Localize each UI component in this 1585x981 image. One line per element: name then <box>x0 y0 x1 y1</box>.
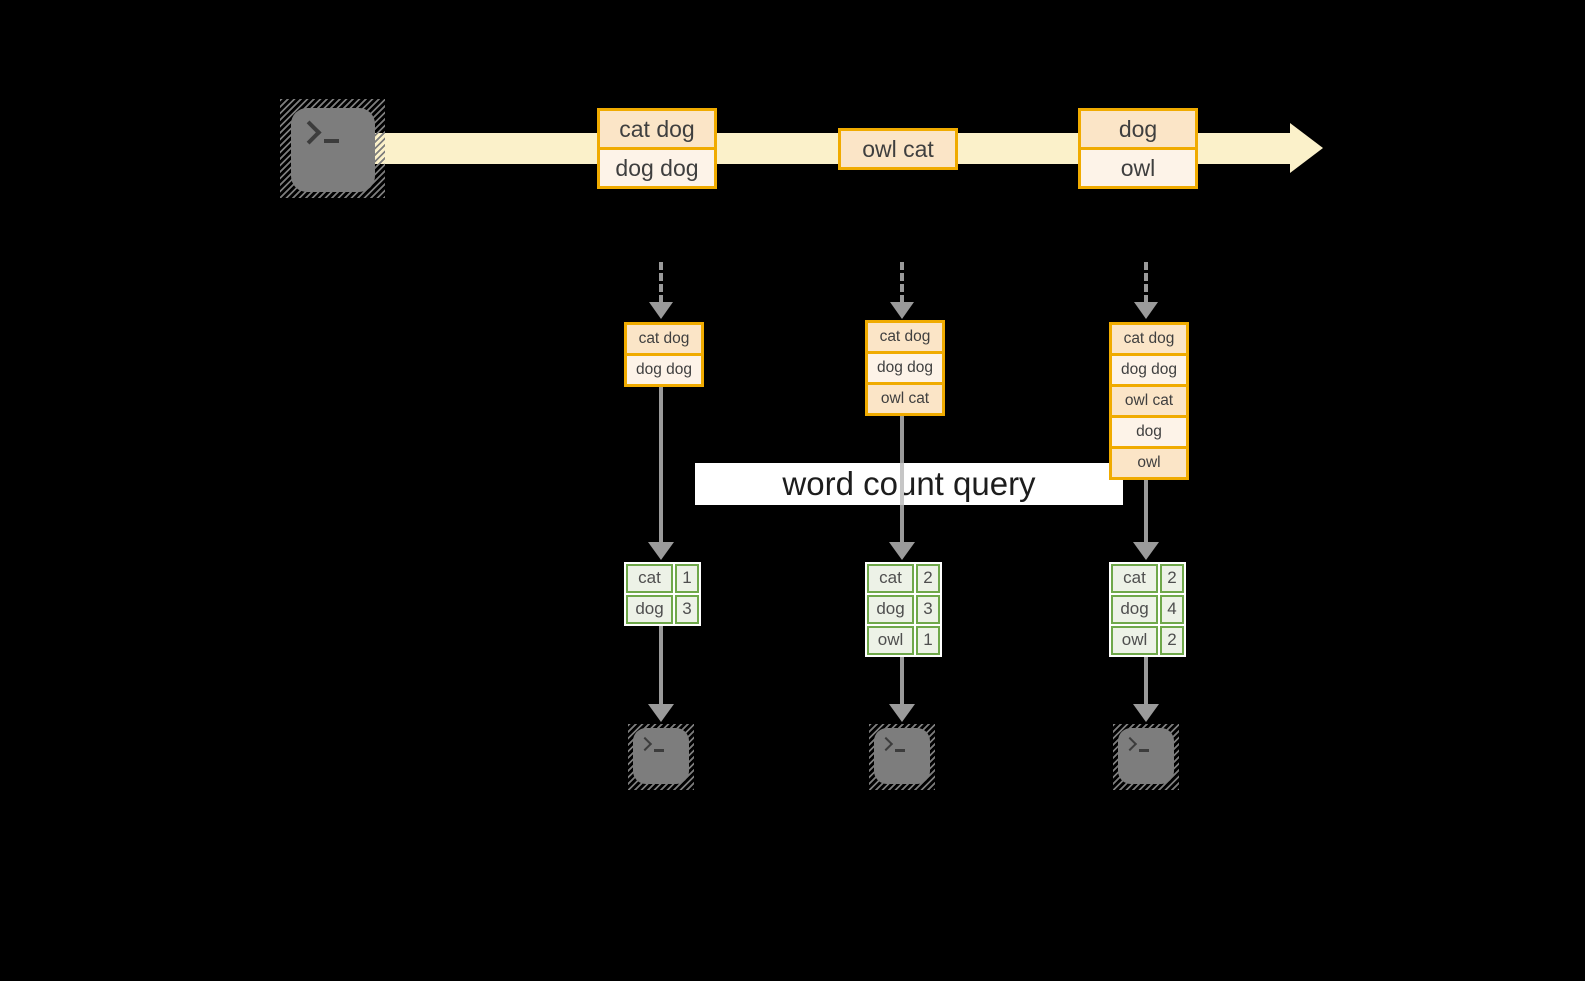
prompt-underscore-icon <box>1139 749 1149 752</box>
state-record: dog dog <box>1112 356 1186 384</box>
table-cell-count: 1 <box>916 626 940 655</box>
table-cell-count: 2 <box>916 564 940 593</box>
table-cell-word: owl <box>867 626 914 655</box>
state-record: cat dog <box>868 323 942 351</box>
connector-line-sink-2 <box>900 657 904 704</box>
arrowhead-table-3 <box>1133 542 1159 560</box>
table-cell-count: 1 <box>675 564 699 593</box>
terminal-screen <box>1118 728 1174 784</box>
arrowhead-sink-2 <box>889 704 915 722</box>
stream-batch-1: cat dog dog dog <box>597 108 717 189</box>
state-record: dog <box>1112 418 1186 446</box>
table-cell-word: cat <box>626 564 673 593</box>
table-cell-word: dog <box>1111 595 1158 624</box>
prompt-underscore-icon <box>895 749 905 752</box>
arrowhead-sink-1 <box>648 704 674 722</box>
connector-line-2-overlay <box>900 463 904 505</box>
dashed-arrowhead-1 <box>649 302 673 319</box>
prompt-chevron-icon <box>1122 736 1138 752</box>
prompt-chevron-icon <box>878 736 894 752</box>
state-box-1: cat dog dog dog <box>624 322 704 387</box>
table-cell-count: 3 <box>916 595 940 624</box>
stream-record: cat dog <box>600 111 714 147</box>
stream-batch-3: dog owl <box>1078 108 1198 189</box>
connector-line-sink-3 <box>1144 657 1148 704</box>
stream-arrowhead <box>1290 123 1323 173</box>
dashed-connector-2 <box>900 262 904 303</box>
dashed-connector-3 <box>1144 262 1148 303</box>
sink-terminal-icon-2 <box>869 724 935 790</box>
prompt-chevron-icon <box>297 120 322 145</box>
source-terminal-icon <box>280 99 385 198</box>
wordcount-table-1: cat 1 dog 3 <box>624 562 701 626</box>
query-banner: word count query <box>695 463 1123 505</box>
table-cell-word: dog <box>626 595 673 624</box>
connector-line-3 <box>1144 478 1148 543</box>
terminal-screen <box>291 108 375 192</box>
prompt-chevron-icon <box>637 736 653 752</box>
sink-terminal-icon-3 <box>1113 724 1179 790</box>
terminal-screen <box>633 728 689 784</box>
state-record: owl cat <box>1112 387 1186 415</box>
stream-batch-2: owl cat <box>838 128 958 170</box>
state-record: owl cat <box>868 385 942 413</box>
table-cell-count: 4 <box>1160 595 1184 624</box>
connector-line-sink-1 <box>659 626 663 704</box>
wordcount-table-2: cat 2 dog 3 owl 1 <box>865 562 942 657</box>
state-record: owl <box>1112 449 1186 477</box>
dashed-arrowhead-2 <box>890 302 914 319</box>
state-box-2: cat dog dog dog owl cat <box>865 320 945 416</box>
arrowhead-table-1 <box>648 542 674 560</box>
stream-record: dog <box>1081 111 1195 147</box>
table-cell-word: owl <box>1111 626 1158 655</box>
stream-record: owl <box>1081 150 1195 186</box>
connector-line-1 <box>659 387 663 543</box>
table-cell-word: cat <box>867 564 914 593</box>
dashed-connector-1 <box>659 262 663 303</box>
state-record: cat dog <box>1112 325 1186 353</box>
state-record: dog dog <box>627 356 701 384</box>
table-cell-word: dog <box>867 595 914 624</box>
arrowhead-table-2 <box>889 542 915 560</box>
state-box-3: cat dog dog dog owl cat dog owl <box>1109 322 1189 480</box>
prompt-underscore-icon <box>654 749 664 752</box>
dashed-arrowhead-3 <box>1134 302 1158 319</box>
wordcount-table-3: cat 2 dog 4 owl 2 <box>1109 562 1186 657</box>
table-cell-count: 2 <box>1160 626 1184 655</box>
prompt-underscore-icon <box>324 139 339 143</box>
state-record: cat dog <box>627 325 701 353</box>
terminal-screen <box>874 728 930 784</box>
table-cell-word: cat <box>1111 564 1158 593</box>
sink-terminal-icon-1 <box>628 724 694 790</box>
state-record: dog dog <box>868 354 942 382</box>
table-cell-count: 3 <box>675 595 699 624</box>
arrowhead-sink-3 <box>1133 704 1159 722</box>
stream-record: dog dog <box>600 150 714 186</box>
query-label: word count query <box>782 465 1036 502</box>
table-cell-count: 2 <box>1160 564 1184 593</box>
stream-record: owl cat <box>841 131 955 167</box>
